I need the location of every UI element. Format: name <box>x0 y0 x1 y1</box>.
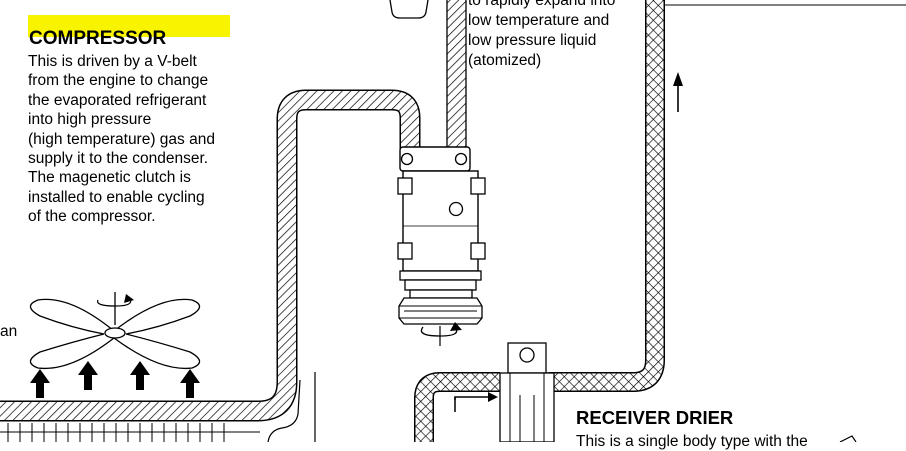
airflow-arrows <box>30 361 200 398</box>
airflow-arrow-4 <box>180 369 200 398</box>
compressor-line: The magenetic clutch is <box>28 169 191 187</box>
flow-arrow-up-right <box>673 72 683 112</box>
pulley-rotation-arrow <box>420 322 462 346</box>
expansion-valve-body <box>389 0 429 19</box>
title-highlight <box>28 15 230 37</box>
airflow-arrow-2 <box>78 361 98 390</box>
compressor-pulley <box>398 289 483 325</box>
airflow-arrow-1 <box>30 369 50 398</box>
condenser-fins <box>0 423 260 442</box>
compressor-body <box>397 146 486 291</box>
receiver-caption-tick <box>839 435 857 442</box>
expansion-line: low temperature and <box>468 12 610 29</box>
discharge-pipe <box>0 89 421 422</box>
receiver-title: RECEIVER DRIER <box>576 407 734 428</box>
compressor-line: the evaporated refrigerant <box>28 91 207 109</box>
valve-to-compressor-pipe <box>446 0 467 150</box>
return-pipe-hint <box>267 379 301 442</box>
cooling-fan <box>29 292 201 370</box>
compressor-line: from the engine to change <box>28 72 209 90</box>
fan-label-fragment: an <box>0 323 18 340</box>
expansion-line: low pressure liquid <box>468 32 597 49</box>
flow-arrow-receiver <box>454 392 498 412</box>
receiver-drier-fitting <box>499 342 555 442</box>
compressor-line: installed to enable cycling <box>28 188 205 206</box>
expansion-line: to rapidly expand into <box>468 0 616 9</box>
compressor-title: COMPRESSOR <box>29 28 167 49</box>
compressor-line: into high pressure <box>28 111 152 129</box>
compressor-line: of the compressor. <box>28 208 156 226</box>
compressor-line: supply it to the condenser. <box>28 150 209 167</box>
compressor-line: This is driven by a V-belt <box>28 53 197 70</box>
expansion-line: (atomized) <box>468 52 542 69</box>
compressor-line: (high temperature) gas and <box>28 130 215 148</box>
airflow-arrow-3 <box>130 361 150 390</box>
